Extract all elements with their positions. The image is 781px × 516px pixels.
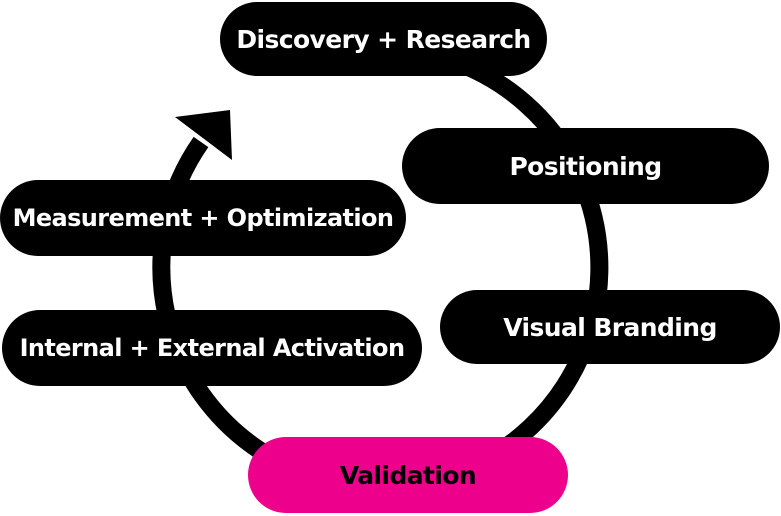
step-discovery-research: Discovery + Research <box>220 2 547 76</box>
step-validation-label: Validation <box>339 460 477 490</box>
step-activation-label: Internal + External Activation <box>19 334 405 362</box>
cycle-arrow-icon <box>175 110 232 160</box>
step-visual-branding: Visual Branding <box>440 290 780 364</box>
step-measurement-label: Measurement + Optimization <box>12 204 394 232</box>
step-positioning-label: Positioning <box>509 151 662 181</box>
step-measurement-optimization: Measurement + Optimization <box>0 180 406 256</box>
step-internal-external-activation: Internal + External Activation <box>2 310 422 386</box>
step-positioning: Positioning <box>402 128 769 204</box>
step-validation: Validation <box>248 437 568 513</box>
step-discovery-research-label: Discovery + Research <box>236 24 531 54</box>
step-visual-branding-label: Visual Branding <box>503 312 717 342</box>
